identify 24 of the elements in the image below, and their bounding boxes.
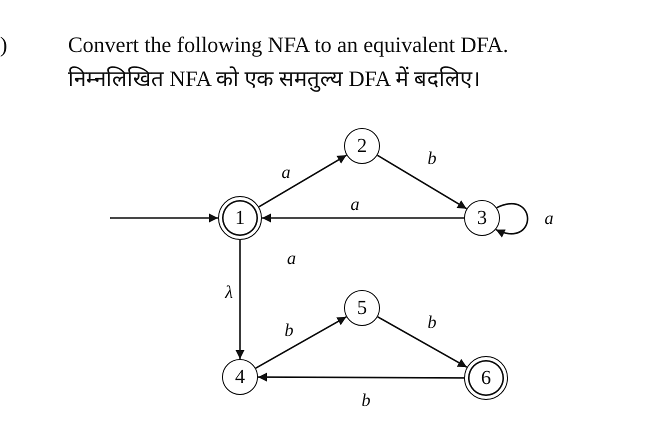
arrow: [377, 154, 467, 210]
question-number: ): [0, 32, 8, 58]
arrow: [110, 214, 218, 222]
state-circle: 3: [464, 200, 500, 236]
edge-label: b: [284, 321, 294, 339]
arrow: [255, 316, 347, 369]
accepting-state-circle: 1: [218, 196, 262, 240]
arrow: [496, 203, 528, 237]
state-circle: 4: [222, 359, 258, 395]
arrow: [236, 240, 244, 359]
question-text: Convert the following NFA to an equivalent DFA.: [68, 32, 508, 58]
question-text: निम्नलिखित NFA को एक समतुल्य DFA में बदलिए।: [68, 66, 480, 92]
state-circle: 2: [344, 128, 380, 164]
arrow: [377, 316, 468, 368]
edge-label: b: [426, 149, 438, 167]
arrow: [262, 214, 464, 222]
edge-label: b: [360, 391, 372, 409]
edge-label: λ: [224, 283, 234, 301]
state-circle: 5: [344, 290, 380, 326]
transition-label: a: [287, 247, 296, 270]
accepting-state-circle: 6: [464, 356, 508, 400]
arrow: [258, 154, 347, 208]
arrow: [258, 372, 464, 382]
edge-label: b: [426, 313, 438, 331]
